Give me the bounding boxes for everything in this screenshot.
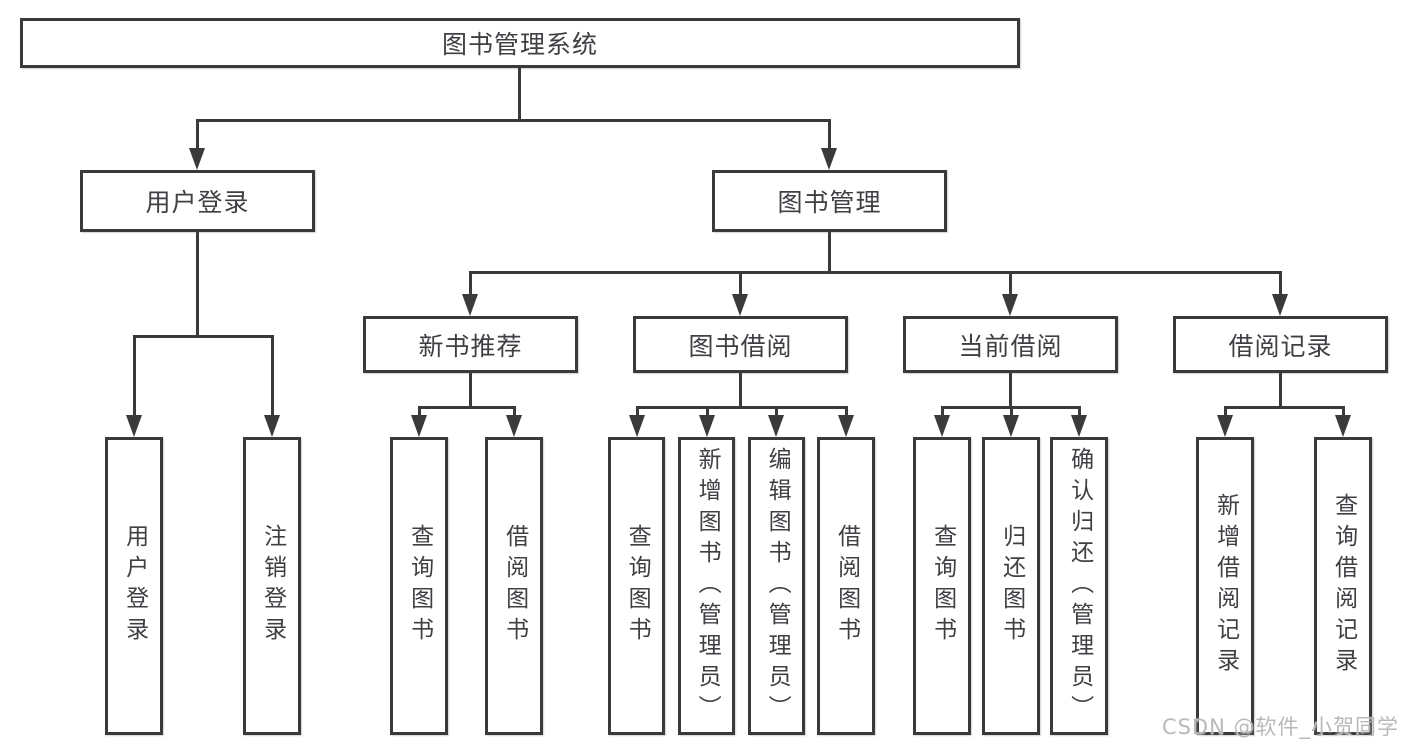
leaf-logout: 注销登录 <box>243 437 301 735</box>
connector-vline <box>468 373 472 409</box>
arrowhead-down-icon <box>462 294 478 316</box>
connector-vline <box>195 119 199 150</box>
node-borrowing-records: 借阅记录 <box>1173 316 1388 373</box>
node-book-borrowing: 图书借阅 <box>633 316 848 373</box>
connector-hline <box>635 405 848 409</box>
arrowhead-down-icon <box>126 415 142 437</box>
arrowhead-down-icon <box>934 415 950 437</box>
arrowhead-down-icon <box>411 415 427 437</box>
arrowhead-down-icon <box>189 148 205 170</box>
leaf-add-borrow-record: 新增借阅记录 <box>1196 437 1254 735</box>
arrowhead-down-icon <box>1272 294 1288 316</box>
connector-vline <box>195 232 199 338</box>
connector-vline <box>270 336 274 417</box>
connector-vline <box>1278 373 1282 409</box>
arrowhead-down-icon <box>768 415 784 437</box>
arrowhead-down-icon <box>699 415 715 437</box>
connector-vline <box>774 406 778 417</box>
leaf-edit-book-admin: 编辑图书（管理员） <box>748 437 805 735</box>
arrowhead-down-icon <box>821 148 837 170</box>
node-book-management: 图书管理 <box>712 170 947 232</box>
connector-vline <box>1223 406 1227 417</box>
connector-vline <box>1278 271 1282 296</box>
node-user-login: 用户登录 <box>80 170 315 232</box>
connector-vline <box>1008 271 1012 296</box>
arrowhead-down-icon <box>264 415 280 437</box>
connector-vline <box>738 373 742 409</box>
connector-vline <box>1009 406 1013 417</box>
arrowhead-down-icon <box>1335 415 1351 437</box>
arrowhead-down-icon <box>732 294 748 316</box>
connector-vline <box>132 336 136 417</box>
leaf-query-books-2: 查询图书 <box>608 437 665 735</box>
leaf-user-login: 用户登录 <box>105 437 163 735</box>
connector-vline <box>517 68 521 121</box>
leaf-confirm-return-admin: 确认归还（管理员） <box>1050 437 1108 735</box>
arrowhead-down-icon <box>506 415 522 437</box>
node-library-system: 图书管理系统 <box>20 18 1020 68</box>
connector-vline <box>512 406 516 417</box>
connector-hline <box>132 334 274 338</box>
csdn-watermark: CSDN @软件_小贺同学 <box>1161 715 1399 739</box>
connector-vline <box>705 406 709 417</box>
connector-vline <box>417 406 421 417</box>
arrowhead-down-icon <box>1003 415 1019 437</box>
connector-vline <box>827 232 831 274</box>
arrowhead-down-icon <box>1071 415 1087 437</box>
connector-vline <box>738 271 742 296</box>
connector-hline <box>1223 405 1345 409</box>
leaf-return-book: 归还图书 <box>982 437 1040 735</box>
connector-hline <box>940 405 1081 409</box>
arrowhead-down-icon <box>629 415 645 437</box>
connector-vline <box>940 406 944 417</box>
connector-vline <box>468 271 472 296</box>
connector-hline <box>468 270 1282 274</box>
connector-hline <box>195 118 831 122</box>
connector-hline <box>417 405 516 409</box>
arrowhead-down-icon <box>1002 294 1018 316</box>
leaf-query-borrow-record: 查询借阅记录 <box>1314 437 1372 735</box>
leaf-borrow-books-1: 借阅图书 <box>485 437 543 735</box>
arrowhead-down-icon <box>838 415 854 437</box>
connector-vline <box>1077 406 1081 417</box>
node-new-book-recommendation: 新书推荐 <box>363 316 578 373</box>
connector-vline <box>1008 373 1012 409</box>
leaf-query-books-1: 查询图书 <box>390 437 448 735</box>
leaf-query-books-3: 查询图书 <box>913 437 971 735</box>
connector-vline <box>1341 406 1345 417</box>
leaf-add-book-admin: 新增图书（管理员） <box>678 437 735 735</box>
leaf-borrow-books-2: 借阅图书 <box>817 437 875 735</box>
connector-vline <box>827 119 831 150</box>
node-current-borrowing: 当前借阅 <box>903 316 1118 373</box>
connector-vline <box>635 406 639 417</box>
connector-vline <box>844 406 848 417</box>
arrowhead-down-icon <box>1217 415 1233 437</box>
